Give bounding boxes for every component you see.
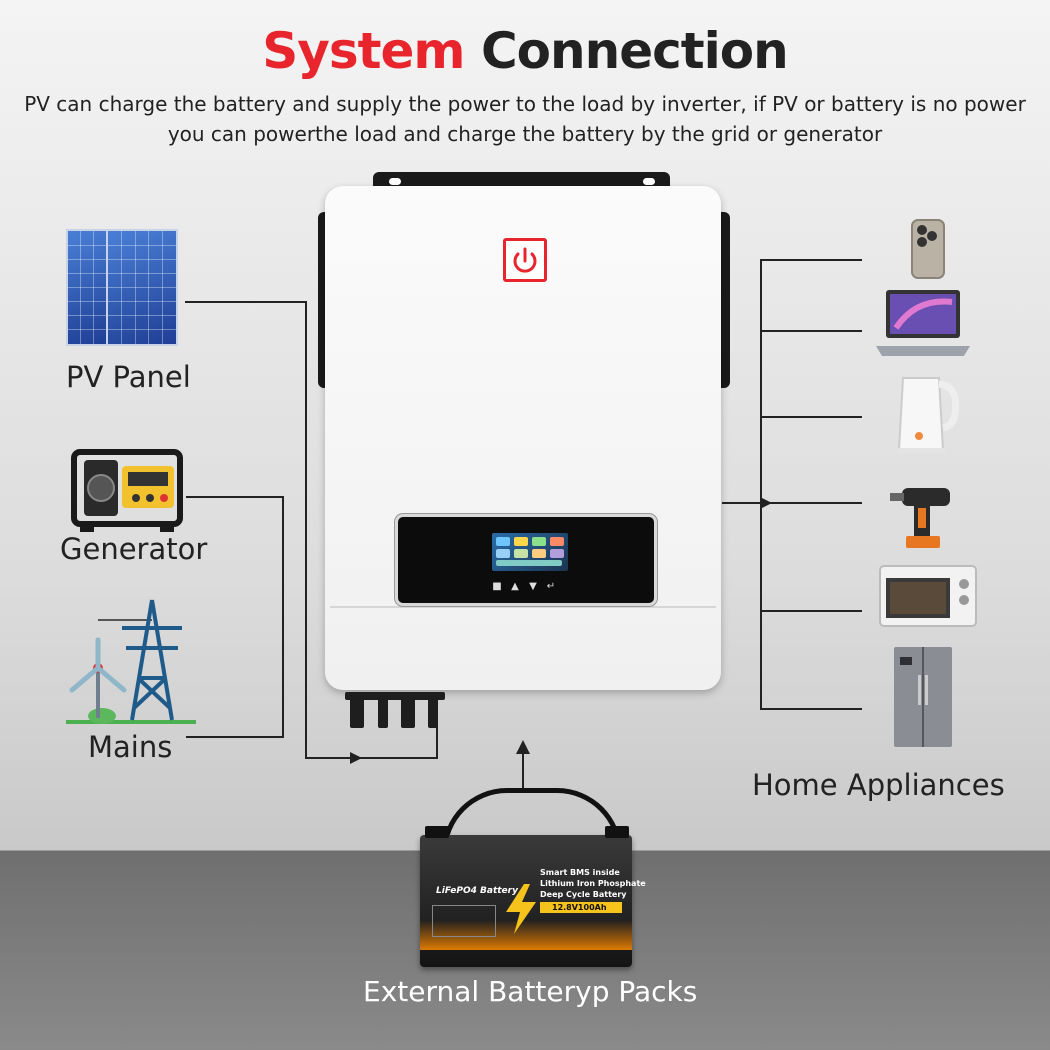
- battery-terminal-pos: [605, 826, 629, 838]
- wire-load-5: [760, 610, 862, 612]
- wire-generator: [186, 496, 284, 498]
- battery-glow: [420, 920, 632, 950]
- laptop-icon: [876, 290, 970, 356]
- wire-ac-bottom: [360, 757, 438, 759]
- battery-spec-1: Smart BMS inside: [540, 868, 620, 877]
- wire-load-6: [760, 708, 862, 710]
- wire-load-3: [760, 416, 862, 418]
- up-button-icon[interactable]: ▲: [511, 581, 519, 592]
- lightning-bolt-icon: [506, 884, 536, 934]
- wire-ac-up: [436, 712, 438, 759]
- battery-rating-badge: [540, 902, 622, 913]
- lcd-screen: [492, 533, 568, 571]
- wire-load-main: [722, 502, 762, 504]
- connector-block: [345, 692, 445, 700]
- pv-panel-label: PV Panel: [66, 360, 191, 394]
- arrow-battery: [516, 740, 530, 754]
- mains-tower-icon: [66, 599, 196, 724]
- solar-panel-icon: [66, 229, 108, 346]
- subtitle-line-1: PV can charge the battery and supply the…: [24, 92, 1026, 116]
- wire-load-1: [760, 259, 862, 261]
- battery-spec-table: [432, 905, 496, 937]
- pv-connector-4: [428, 698, 438, 728]
- wire-load-bus: [760, 259, 762, 710]
- fridge-icon: [894, 647, 952, 747]
- drill-icon: [890, 488, 950, 548]
- power-logo-icon: [503, 238, 547, 282]
- wire-pv-bottom: [305, 757, 353, 759]
- page-title: System Connection: [0, 22, 1050, 80]
- wire-load-4: [760, 502, 862, 504]
- title-red: System: [262, 22, 465, 80]
- wire-gen-down: [282, 496, 284, 738]
- inverter-divider: [330, 606, 716, 608]
- pv-connector-2: [378, 698, 388, 728]
- wire-battery: [522, 752, 524, 792]
- wire-pv: [185, 301, 307, 303]
- down-button-icon[interactable]: ▼: [529, 581, 537, 592]
- wire-mains: [186, 736, 284, 738]
- kettle-icon: [897, 377, 960, 454]
- oven-icon: [879, 565, 977, 627]
- solar-panel-icon-2: [106, 229, 178, 346]
- battery-rating: 12.8V100Ah: [552, 903, 607, 912]
- arrow-pv: [350, 752, 362, 764]
- battery-brand: LiFePO4 Battery: [436, 886, 518, 896]
- wire-load-2: [760, 330, 862, 332]
- wire-pv-down: [305, 301, 307, 759]
- battery-spec-3: Deep Cycle Battery: [540, 890, 627, 899]
- menu-button-icon[interactable]: ■: [492, 581, 502, 592]
- generator-icon: [71, 449, 183, 532]
- generator-label: Generator: [60, 532, 208, 566]
- phone-icon: [911, 219, 945, 279]
- battery-spec-2: Lithium Iron Phosphate: [540, 879, 646, 888]
- home-appliances-label: Home Appliances: [752, 768, 1005, 802]
- subtitle-line-2: you can powerthe load and charge the bat…: [167, 122, 883, 146]
- battery-caption: External Batteryp Packs: [363, 975, 698, 1008]
- mains-label: Mains: [88, 730, 173, 764]
- battery-terminal-neg: [425, 826, 449, 838]
- pv-connector-1: [350, 698, 364, 728]
- pv-connector-3: [401, 698, 415, 728]
- title-dark: Connection: [480, 22, 789, 80]
- enter-button-icon[interactable]: ↵: [546, 581, 556, 592]
